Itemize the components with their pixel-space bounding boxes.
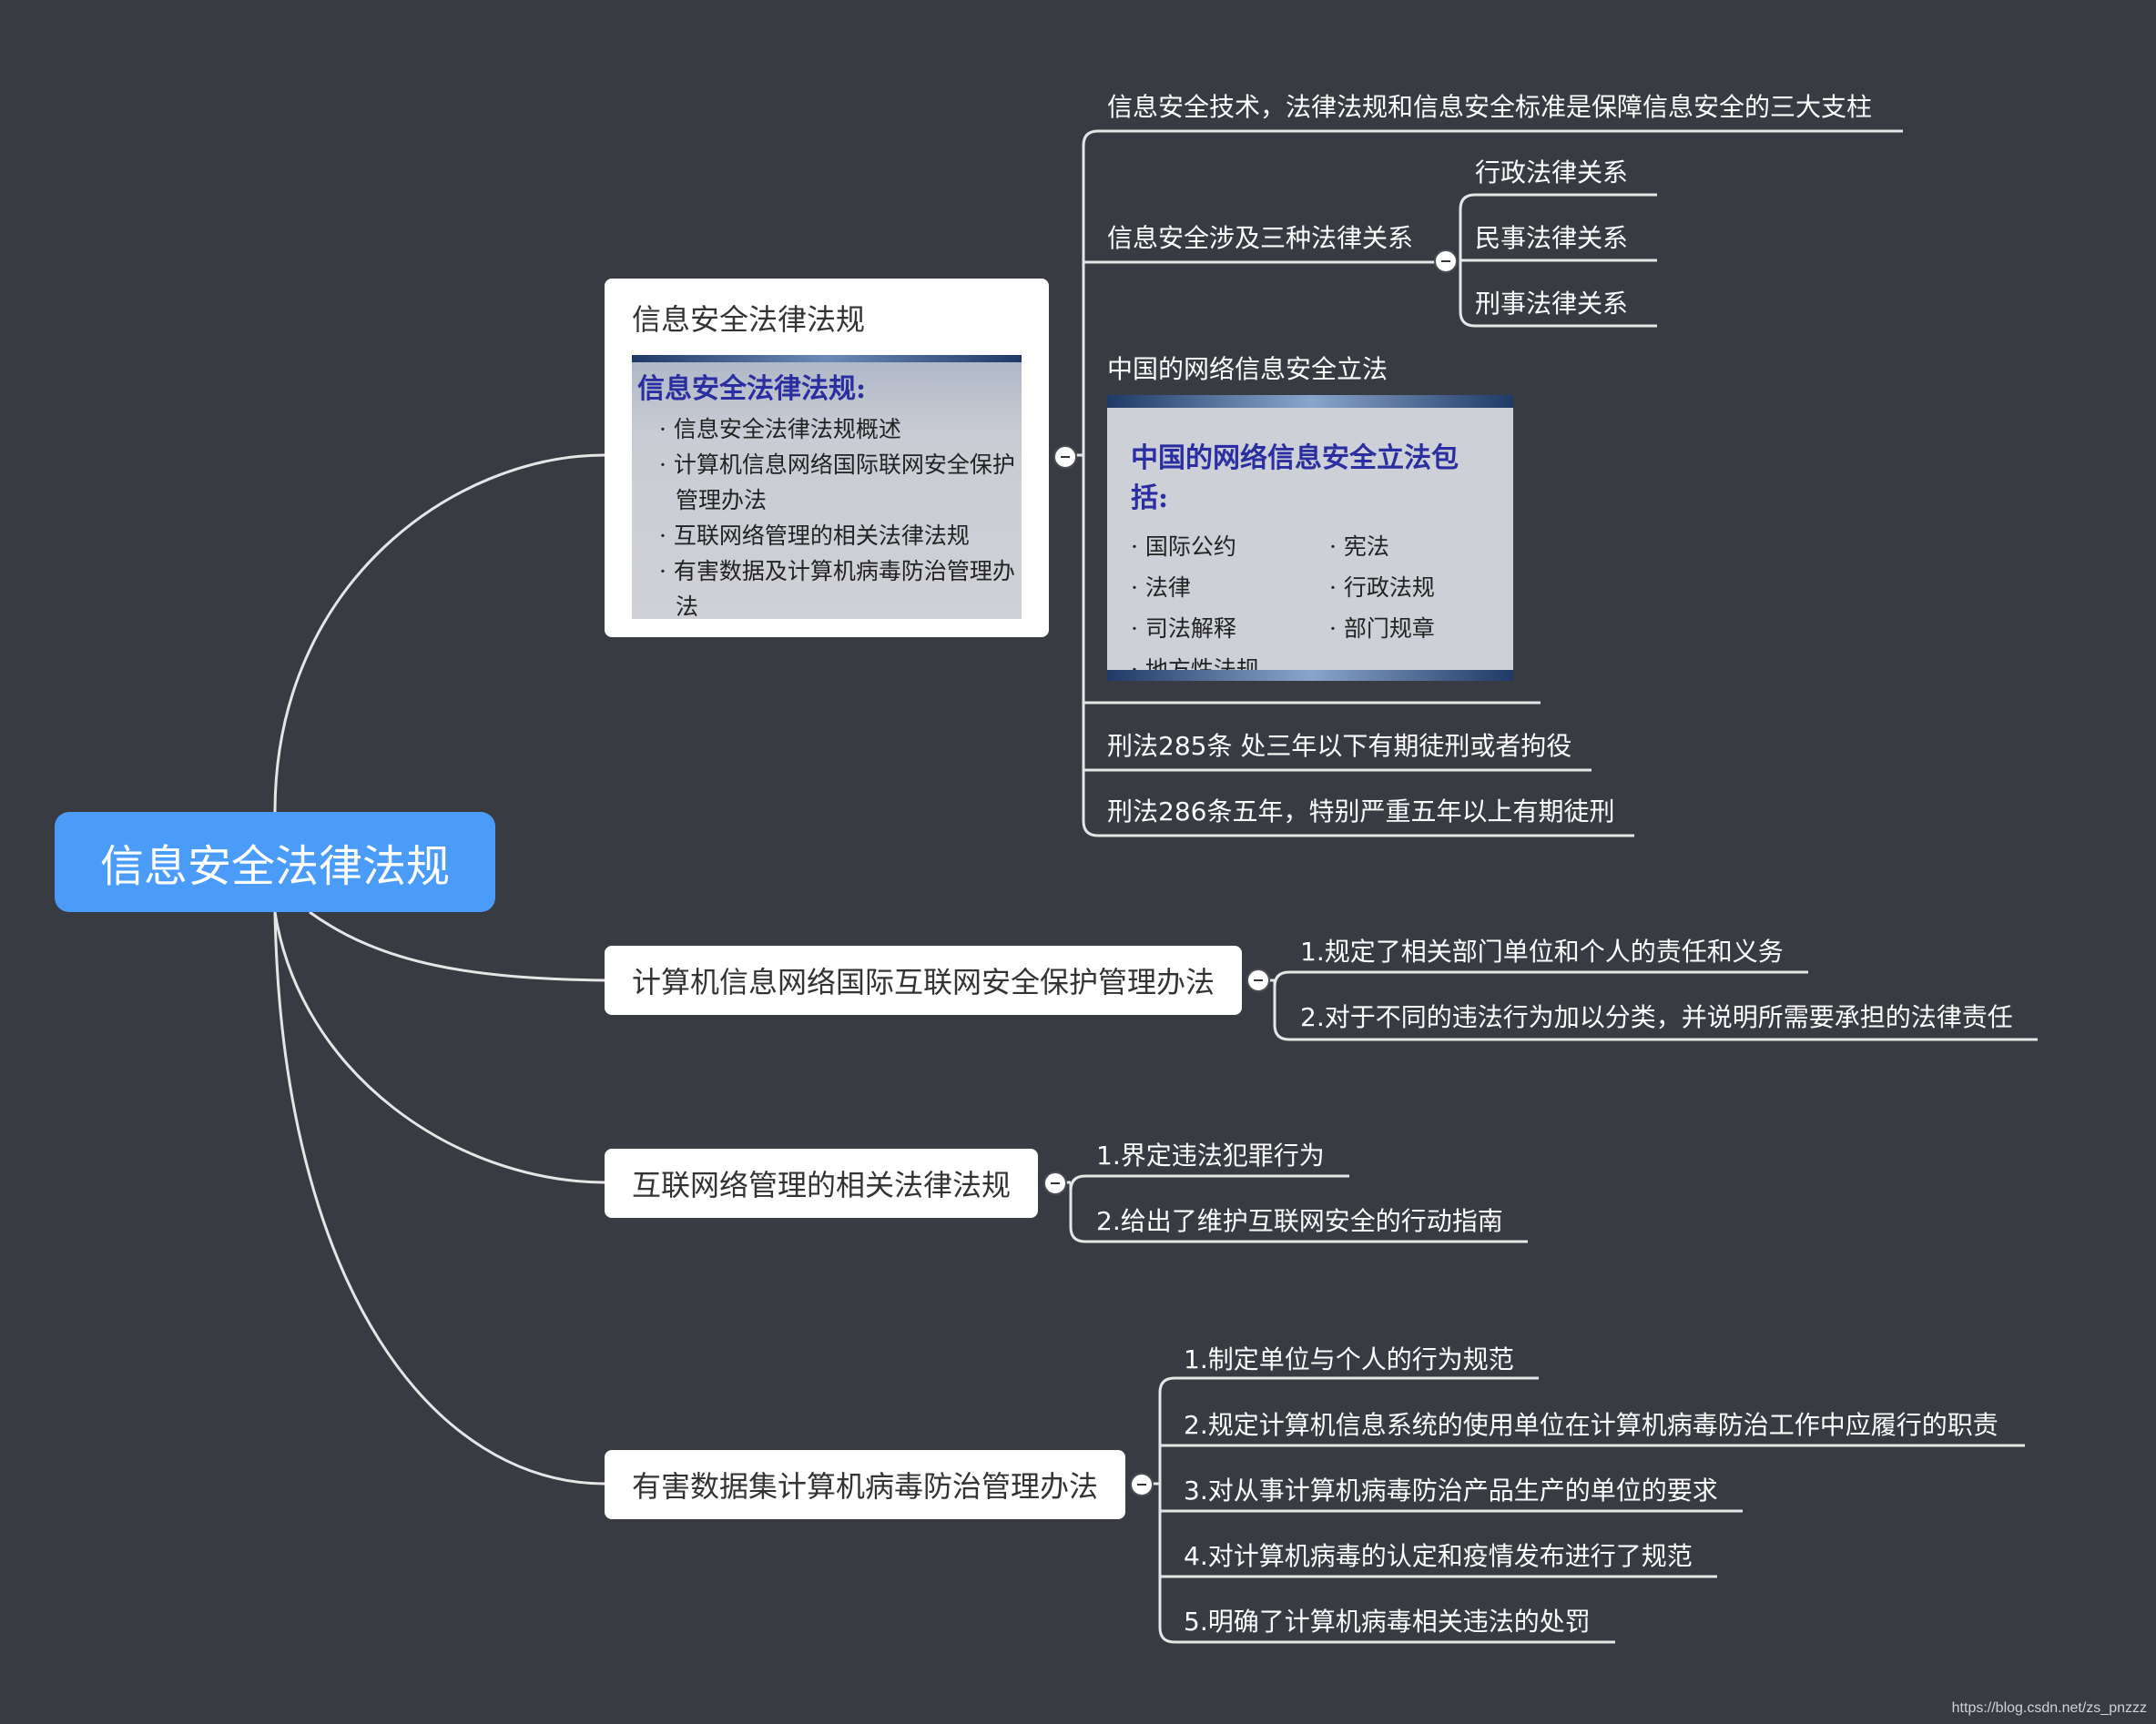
image-item: · 地方性法规: [1131, 656, 1259, 683]
subtopic[interactable]: 2.给出了维护互联网安全的行动指南: [1096, 1206, 1503, 1236]
subtopic[interactable]: 4.对计算机病毒的认定和疫情发布进行了规范: [1184, 1541, 1693, 1571]
collapse-toggle-icon[interactable]: [1130, 1473, 1154, 1496]
subtopic[interactable]: 信息安全技术，法律法规和信息安全标准是保障信息安全的三大支柱: [1107, 92, 1873, 122]
image-item: · 计算机信息网络国际联网安全保护管理办法: [659, 451, 1015, 513]
subtopic[interactable]: 刑法286条五年，特别严重五年以上有期徒刑: [1107, 796, 1615, 827]
topic-label: 互联网络管理的相关法律法规: [632, 1168, 1012, 1202]
subtopic[interactable]: 刑法285条 处三年以下有期徒刑或者拘役: [1107, 731, 1572, 761]
watermark: https://blog.csdn.net/zs_pnzzz: [1951, 1700, 2147, 1716]
subtopic[interactable]: 行政法律关系: [1475, 157, 1629, 188]
subtopic[interactable]: 1.规定了相关部门单位和个人的责任和义务: [1300, 937, 1784, 967]
collapse-toggle-icon[interactable]: [1043, 1171, 1067, 1195]
subtopic-image: 中国的网络信息安全立法包括: · 国际公约 · 宪法 · 法律 · 行政法规 ·…: [1107, 395, 1513, 683]
image-item: · 信息安全法律法规概述: [659, 416, 901, 442]
topic-virus-prevention[interactable]: 有害数据集计算机病毒防治管理办法: [605, 1450, 1125, 1519]
root-topic[interactable]: 信息安全法律法规: [55, 812, 495, 912]
topic-label: 信息安全法律法规: [632, 302, 866, 337]
image-item: · 部门规章: [1329, 615, 1435, 642]
image-item: · 有害数据及计算机病毒防治管理办法: [659, 558, 1015, 620]
image-heading: 中国的网络信息安全立法包括:: [1131, 442, 1459, 514]
image-item: · 互联网络管理的相关法律法规: [659, 522, 970, 549]
topic-label: 有害数据集计算机病毒防治管理办法: [632, 1469, 1099, 1504]
subtopic[interactable]: 民事法律关系: [1475, 223, 1629, 253]
topic-info-security-laws[interactable]: 信息安全法律法规 信息安全法律法规: · 信息安全法律法规概述 · 计算机信息网…: [605, 279, 1049, 637]
topic-label: 计算机信息网络国际互联网安全保护管理办法: [632, 965, 1215, 999]
image-item: · 司法解释: [1131, 615, 1236, 642]
collapse-toggle-icon[interactable]: [1246, 968, 1270, 992]
subtopic[interactable]: 1.制定单位与个人的行为规范: [1184, 1344, 1514, 1374]
image-heading: 信息安全法律法规:: [637, 373, 867, 405]
topic-internet-security-management[interactable]: 计算机信息网络国际互联网安全保护管理办法: [605, 946, 1242, 1015]
subtopic[interactable]: 信息安全涉及三种法律关系: [1107, 223, 1414, 253]
subtopic[interactable]: 2.对于不同的违法行为加以分类，并说明所需要承担的法律责任: [1300, 1002, 2013, 1032]
topic-image: 信息安全法律法规: · 信息安全法律法规概述 · 计算机信息网络国际联网安全保护…: [632, 355, 1022, 620]
subtopic[interactable]: 1.界定违法犯罪行为: [1096, 1141, 1325, 1171]
collapse-toggle-icon[interactable]: [1434, 249, 1458, 273]
image-item: · 行政法规: [1329, 574, 1435, 601]
image-item: · 宪法: [1329, 533, 1389, 560]
collapse-toggle-icon[interactable]: [1053, 445, 1077, 469]
topic-internet-laws[interactable]: 互联网络管理的相关法律法规: [605, 1149, 1038, 1218]
subtopic[interactable]: 刑事法律关系: [1475, 289, 1629, 319]
subtopic[interactable]: 2.规定计算机信息系统的使用单位在计算机病毒防治工作中应履行的职责: [1184, 1410, 1998, 1440]
image-item: · 国际公约: [1131, 533, 1236, 560]
subtopic[interactable]: 3.对从事计算机病毒防治产品生产的单位的要求: [1184, 1476, 1718, 1506]
subtopic[interactable]: 中国的网络信息安全立法: [1107, 354, 1388, 384]
subtopic[interactable]: 5.明确了计算机病毒相关违法的处罚: [1184, 1607, 1591, 1637]
image-item: · 法律: [1131, 574, 1191, 601]
